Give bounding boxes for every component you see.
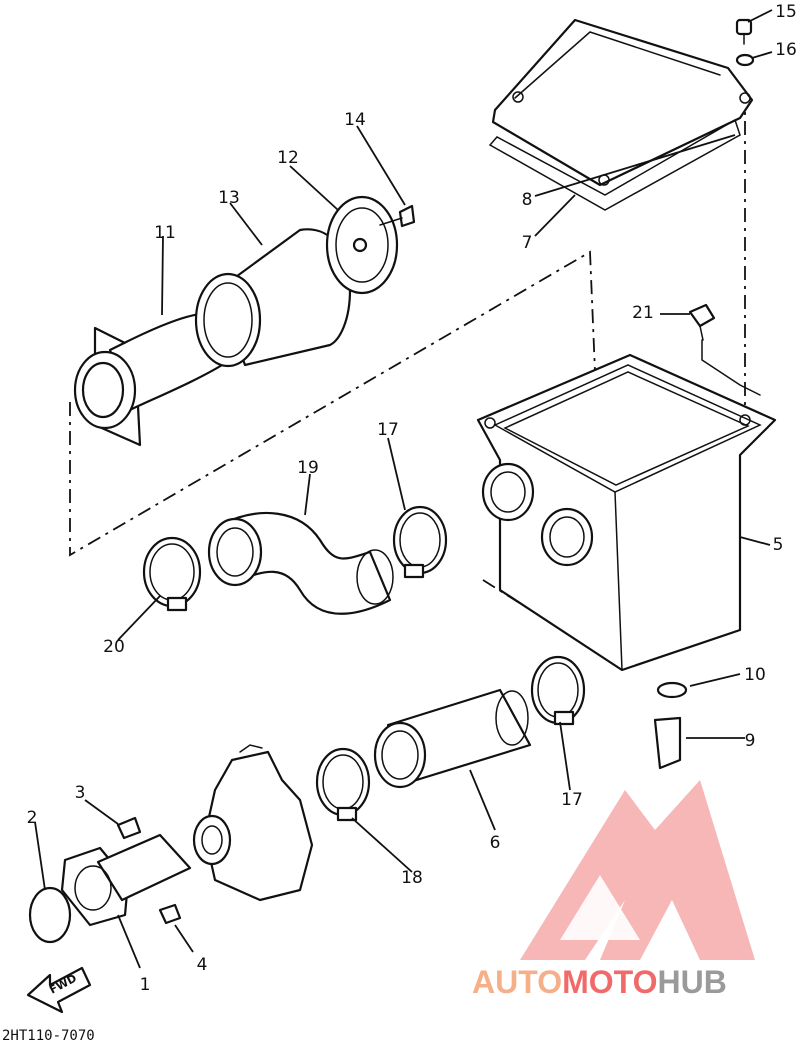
- callout-18: 18: [401, 868, 423, 888]
- watermark-logo: [520, 780, 755, 960]
- callout-3: 3: [75, 783, 86, 803]
- callout-20: 20: [103, 637, 125, 657]
- leader-lines: [34, 9, 773, 969]
- watermark-moto: MOTO: [562, 964, 657, 1000]
- part-21-bolt: [688, 303, 716, 341]
- part-20-clamp: [142, 536, 202, 612]
- callout-14: 14: [344, 110, 366, 130]
- drawing-code: 2HT110-7070: [2, 1028, 95, 1044]
- callout-17-upper: 17: [377, 420, 399, 440]
- fwd-arrow-icon: FWD: [26, 966, 92, 1014]
- callout-17-lower: 17: [561, 790, 583, 810]
- watermark-hub: HUB: [657, 964, 726, 1000]
- callout-8: 8: [522, 190, 533, 210]
- callout-16: 16: [775, 40, 797, 60]
- callout-12: 12: [277, 148, 299, 168]
- callout-7: 7: [522, 233, 533, 253]
- part-13-filter-element: [194, 228, 352, 368]
- part-18-clamp: [315, 747, 371, 822]
- callout-19: 19: [297, 458, 319, 478]
- callout-2: 2: [27, 808, 38, 828]
- part-12-filter-plate: [325, 195, 399, 295]
- part-1-manifold: [60, 833, 192, 927]
- part-4-nut: [158, 903, 182, 925]
- part-17-upper-clamp: [392, 505, 448, 579]
- callout-numbers: 1 2 3 4 5 6 7 8 9 10 11 12 13 14 15 16 1…: [27, 2, 797, 995]
- part-3-bolt: [116, 816, 142, 840]
- watermark-auto: AUTO: [472, 964, 562, 1000]
- part-14-wing-bolt: [379, 204, 416, 228]
- part-9-drain-plug: [653, 716, 682, 770]
- callout-21: 21: [632, 303, 654, 323]
- callout-1: 1: [140, 975, 151, 995]
- part-7-cover-seal: [488, 118, 741, 211]
- part-15-screw: [735, 18, 753, 45]
- part-16-washer: [735, 53, 755, 67]
- carburetor: [192, 744, 314, 902]
- callout-15: 15: [775, 2, 797, 22]
- part-10-clip: [656, 681, 688, 699]
- part-6-carburetor-joint: [373, 688, 532, 789]
- callout-13: 13: [218, 188, 240, 208]
- watermark-text: AUTOMOTOHUB: [472, 964, 727, 1000]
- part-5-air-box-case: [476, 353, 777, 672]
- callout-10: 10: [744, 665, 766, 685]
- part-8-air-box-cover: [491, 18, 754, 187]
- callout-5: 5: [773, 535, 784, 555]
- part-17-lower-clamp: [530, 655, 586, 726]
- part-19-joint-hose: [207, 511, 394, 615]
- callout-9: 9: [745, 731, 756, 751]
- callout-6: 6: [490, 833, 501, 853]
- part-2-o-ring: [28, 886, 72, 944]
- callout-4: 4: [197, 955, 208, 975]
- callout-11: 11: [154, 223, 176, 243]
